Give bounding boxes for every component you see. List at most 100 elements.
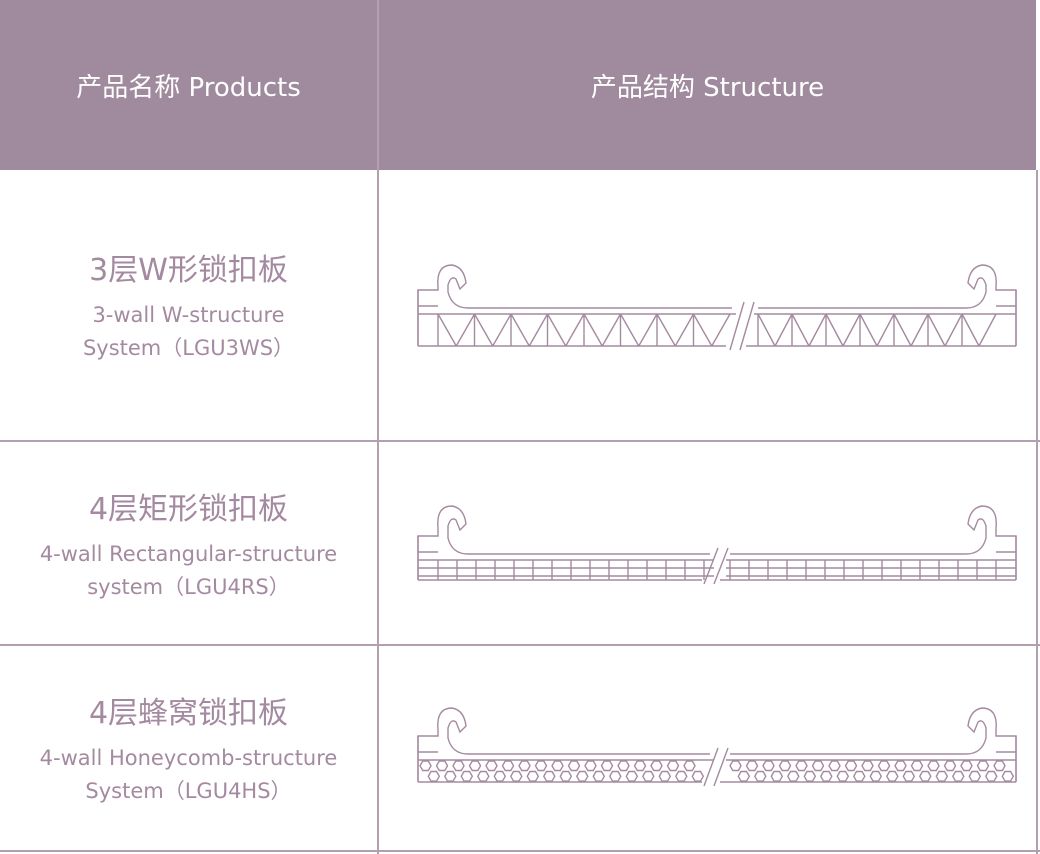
product-name-cell: 4层矩形锁扣板 4-wall Rectangular-structure sys… <box>0 484 377 604</box>
honeycomb-cell <box>493 770 507 782</box>
web-diagonal <box>808 313 827 347</box>
honeycomb-cell <box>460 770 474 782</box>
right-hook <box>956 264 1017 346</box>
honeycomb-cell <box>927 760 940 772</box>
web-diagonal <box>774 313 793 347</box>
honeycomb-cell <box>674 770 688 782</box>
honeycomb-cell <box>567 760 581 772</box>
structure-cell <box>380 646 1036 850</box>
honeycomb-cell <box>836 770 850 782</box>
honeycomb-cell <box>786 770 800 782</box>
honeycomb-cell <box>575 770 589 782</box>
honeycomb-cell <box>691 770 705 782</box>
honeycomb-cell <box>770 770 784 782</box>
web-diagonal <box>910 313 929 347</box>
honeycomb-cell <box>501 760 515 772</box>
row-divider <box>0 644 1040 646</box>
header-structure: 产品结构 Structure <box>379 0 1036 170</box>
web-diagonal <box>711 313 731 347</box>
web-diagonal <box>825 313 844 347</box>
web-diagonal <box>619 313 640 347</box>
honeycomb-cell <box>666 760 680 772</box>
honeycomb-cell <box>844 760 858 772</box>
break-mark <box>713 747 729 787</box>
honeycomb-cell <box>869 770 883 782</box>
web-diagonal <box>893 313 912 347</box>
web-diagonal <box>601 313 622 347</box>
honeycomb-cell <box>795 760 808 772</box>
honeycomb-cell <box>443 770 457 782</box>
break-mark <box>739 301 755 351</box>
web-diagonal <box>455 313 476 347</box>
column-divider <box>377 0 379 854</box>
honeycomb-cell <box>625 770 639 782</box>
honeycomb-cell <box>960 760 973 772</box>
break-mark <box>729 301 745 351</box>
honeycomb-structure-diagram <box>417 707 1017 787</box>
honeycomb-cell <box>910 760 924 772</box>
honeycomb-cell <box>518 760 531 772</box>
honeycomb-cell <box>1001 770 1015 782</box>
product-name-cn: 4层矩形锁扣板 <box>88 492 289 527</box>
web-diagonal <box>546 313 567 347</box>
web-diagonal <box>757 313 776 347</box>
web-diagonal <box>876 313 895 347</box>
product-name-cell: 4层蜂窝锁扣板 4-wall Honeycomb-structure Syste… <box>0 688 377 808</box>
w-structure-diagram <box>417 264 1017 351</box>
honeycomb-cell <box>745 760 759 772</box>
web-diagonal <box>638 313 658 347</box>
honeycomb-cell <box>803 770 817 782</box>
honeycomb-cell <box>633 760 647 772</box>
rectangular-structure-diagram <box>417 505 1017 585</box>
product-name-cn: 3层W形锁扣板 <box>89 253 288 288</box>
web-diagonal <box>791 313 810 347</box>
product-name-en: system（LGU4RS） <box>87 575 290 599</box>
honeycomb-cell <box>427 770 441 782</box>
honeycomb-cell <box>894 760 907 772</box>
product-name-cn: 4层蜂窝锁扣板 <box>88 696 289 731</box>
web-diagonal <box>944 313 963 347</box>
honeycomb-cell <box>811 760 825 772</box>
left-hook <box>417 505 478 580</box>
right-hook <box>956 707 1017 782</box>
web-diagonal <box>961 313 980 347</box>
bottom-border <box>0 850 1040 852</box>
header-products: 产品名称 Products <box>0 0 377 170</box>
honeycomb-cell <box>435 760 449 772</box>
honeycomb-cell <box>526 770 540 782</box>
honeycomb-cell <box>984 770 998 782</box>
product-name-en: System（LGU3WS） <box>82 336 295 360</box>
web-diagonal <box>583 313 603 347</box>
structure-cell <box>380 442 1036 644</box>
break-mark <box>703 547 719 585</box>
honeycomb-cell <box>608 770 622 782</box>
row-divider <box>0 440 1040 442</box>
product-name-en: 3-wall W-structure <box>92 303 285 327</box>
honeycomb-cell <box>943 760 957 772</box>
right-hook <box>956 505 1017 580</box>
honeycomb-cell <box>641 770 655 782</box>
honeycomb-cell <box>918 770 932 782</box>
web-diagonal <box>859 313 878 347</box>
honeycomb-cell <box>819 770 833 782</box>
product-name-en: 4-wall Honeycomb-structure <box>39 746 338 770</box>
honeycomb-cell <box>452 760 465 772</box>
honeycomb-cell <box>976 760 990 772</box>
web-diagonal <box>510 313 530 347</box>
left-hook <box>417 707 478 782</box>
honeycomb-cell <box>476 770 490 782</box>
structure-cell <box>380 170 1036 440</box>
honeycomb-cell <box>877 760 891 772</box>
left-hook <box>417 264 478 346</box>
product-name-cell: 3层W形锁扣板 3-wall W-structure System（LGU3WS… <box>0 245 377 365</box>
honeycomb-cell <box>737 770 751 782</box>
honeycomb-cell <box>617 760 630 772</box>
honeycomb-cell <box>534 760 548 772</box>
honeycomb-cell <box>683 760 696 772</box>
break-mark <box>713 547 729 585</box>
honeycomb-cell <box>885 770 899 782</box>
honeycomb-cell <box>968 770 982 782</box>
web-diagonal <box>437 313 457 347</box>
web-diagonal <box>565 313 585 347</box>
